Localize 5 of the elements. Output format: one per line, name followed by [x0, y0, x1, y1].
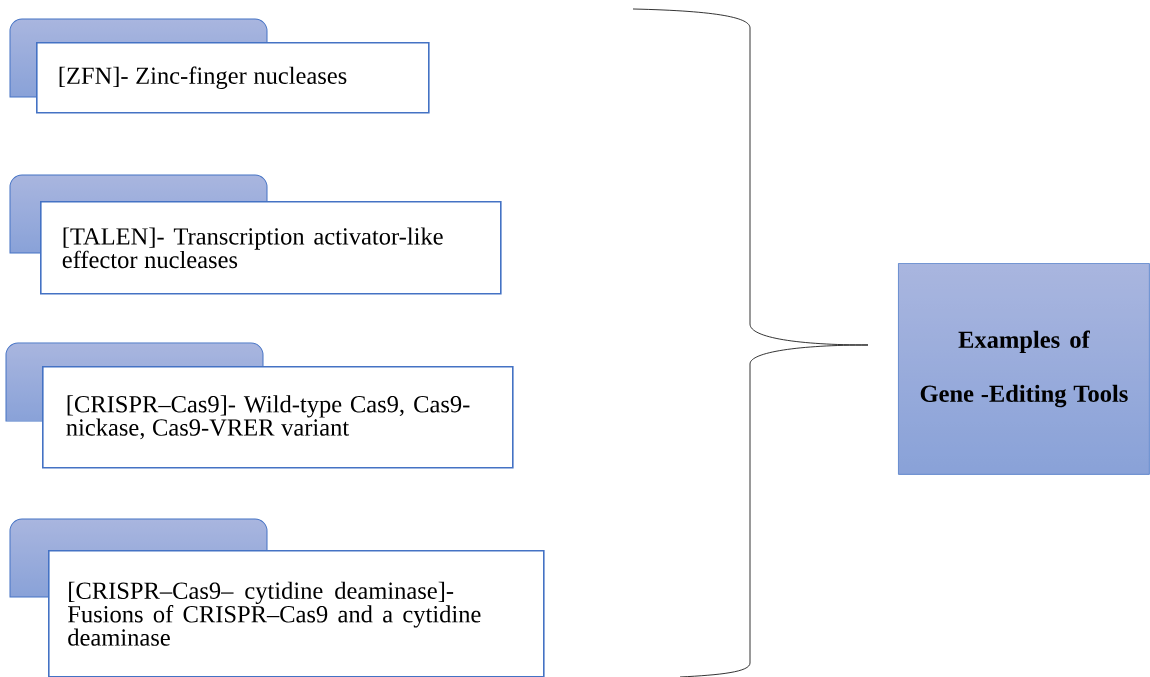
text-box: [CRISPR–Cas9– cytidine deaminase]- Fusions of CRISPR–Cas9 and a cytidine deaminase [48, 550, 545, 677]
text-box: [TALEN]- Transcription activator-like effector nucleases [40, 201, 502, 295]
text-box: [ZFN]- Zinc-finger nucleases [36, 42, 430, 114]
text-box: [CRISPR–Cas9]- Wild-type Cas9, Cas9- nickase, Cas9-VRER variant [42, 366, 514, 469]
title-box: Examples of Gene -Editing Tools [898, 263, 1150, 475]
